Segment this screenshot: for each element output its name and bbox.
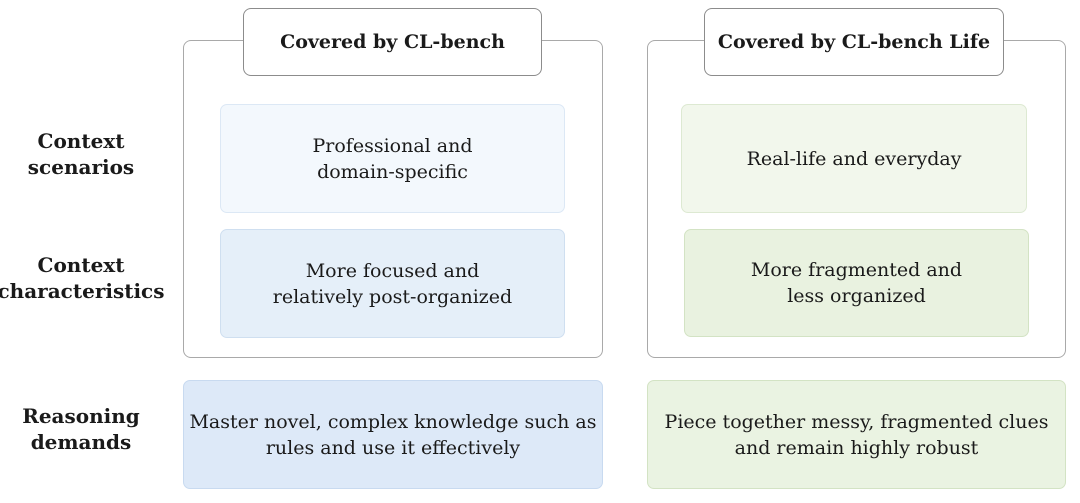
right-column-header: Covered by CL-bench Life: [704, 8, 1004, 76]
row-label-line: Context: [37, 253, 125, 277]
cell-line: and remain highly robust: [734, 436, 979, 459]
row-label-line: demands: [30, 430, 132, 454]
cell-line: Piece together messy, fragmented clues: [664, 410, 1049, 433]
cell-line: Real-life and everyday: [746, 147, 962, 170]
left-scenarios-cell: Professional and domain-specific: [220, 104, 565, 213]
row-label-line: Reasoning: [22, 404, 140, 428]
row-label-line: Context: [37, 129, 125, 153]
cell-line: Professional and: [312, 134, 473, 157]
left-demands-cell: Master novel, complex knowledge such as …: [183, 380, 603, 489]
right-demands-cell: Piece together messy, fragmented clues a…: [647, 380, 1066, 489]
cell-line: rules and use it effectively: [265, 436, 521, 459]
cell-line: Master novel, complex knowledge such as: [189, 410, 597, 433]
row-label-line: characteristics: [0, 279, 165, 303]
row-label-context-scenarios: Context scenarios: [0, 128, 171, 180]
row-label-context-characteristics: Context characteristics: [0, 252, 171, 304]
right-characteristics-cell: More fragmented and less organized: [684, 229, 1029, 337]
cell-line: relatively post-organized: [272, 285, 513, 308]
row-label-line: scenarios: [27, 155, 135, 179]
cell-line: domain-specific: [317, 160, 468, 183]
row-label-reasoning-demands: Reasoning demands: [0, 403, 171, 455]
left-column-header: Covered by CL-bench: [243, 8, 542, 76]
cell-line: More focused and: [305, 259, 480, 282]
cell-line: less organized: [787, 285, 926, 307]
right-scenarios-cell: Real-life and everyday: [681, 104, 1027, 213]
left-characteristics-cell: More focused and relatively post-organiz…: [220, 229, 565, 338]
cell-line: More fragmented and: [750, 259, 963, 281]
